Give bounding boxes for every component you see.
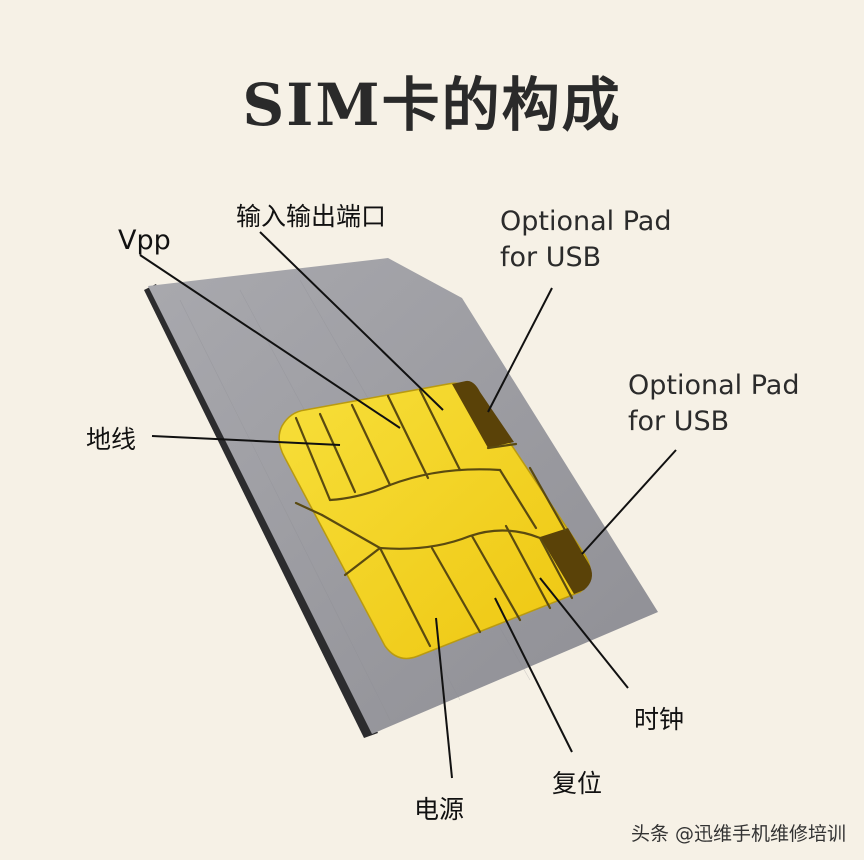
label-vpp: Vpp: [118, 225, 171, 256]
page-title: SIM卡的构成: [242, 71, 622, 139]
leader-reset: [494, 597, 573, 753]
optional-pad-top: [452, 380, 514, 448]
leader-power: [435, 617, 453, 779]
label-usb-pad-right-line2: for USB: [628, 406, 730, 437]
leader-usb-right: [581, 449, 677, 555]
label-usb-pad-top-line2: for USB: [500, 242, 602, 273]
label-usb-pad-right-line1: Optional Pad: [628, 370, 800, 401]
label-io-port: 输入输出端口: [236, 202, 387, 231]
chip-contact-lines: [294, 388, 574, 648]
leader-vpp: [139, 254, 401, 429]
leader-io-port: [259, 231, 444, 411]
optional-pad-right: [540, 528, 592, 594]
label-power: 电源: [414, 795, 465, 824]
watermark: 头条 @迅维手机维修培训: [630, 823, 846, 845]
label-clock: 时钟: [634, 705, 685, 734]
label-usb-pad-right: Optional Pad for USB: [628, 368, 800, 440]
leader-clock: [539, 577, 629, 689]
label-ground: 地线: [86, 425, 137, 454]
label-reset: 复位: [552, 769, 603, 798]
leader-lines: [139, 231, 677, 779]
leader-usb-top: [487, 287, 553, 413]
label-usb-pad-top-line1: Optional Pad: [500, 206, 672, 237]
label-usb-pad-top: Optional Pad for USB: [500, 204, 672, 276]
leader-ground: [151, 435, 341, 446]
